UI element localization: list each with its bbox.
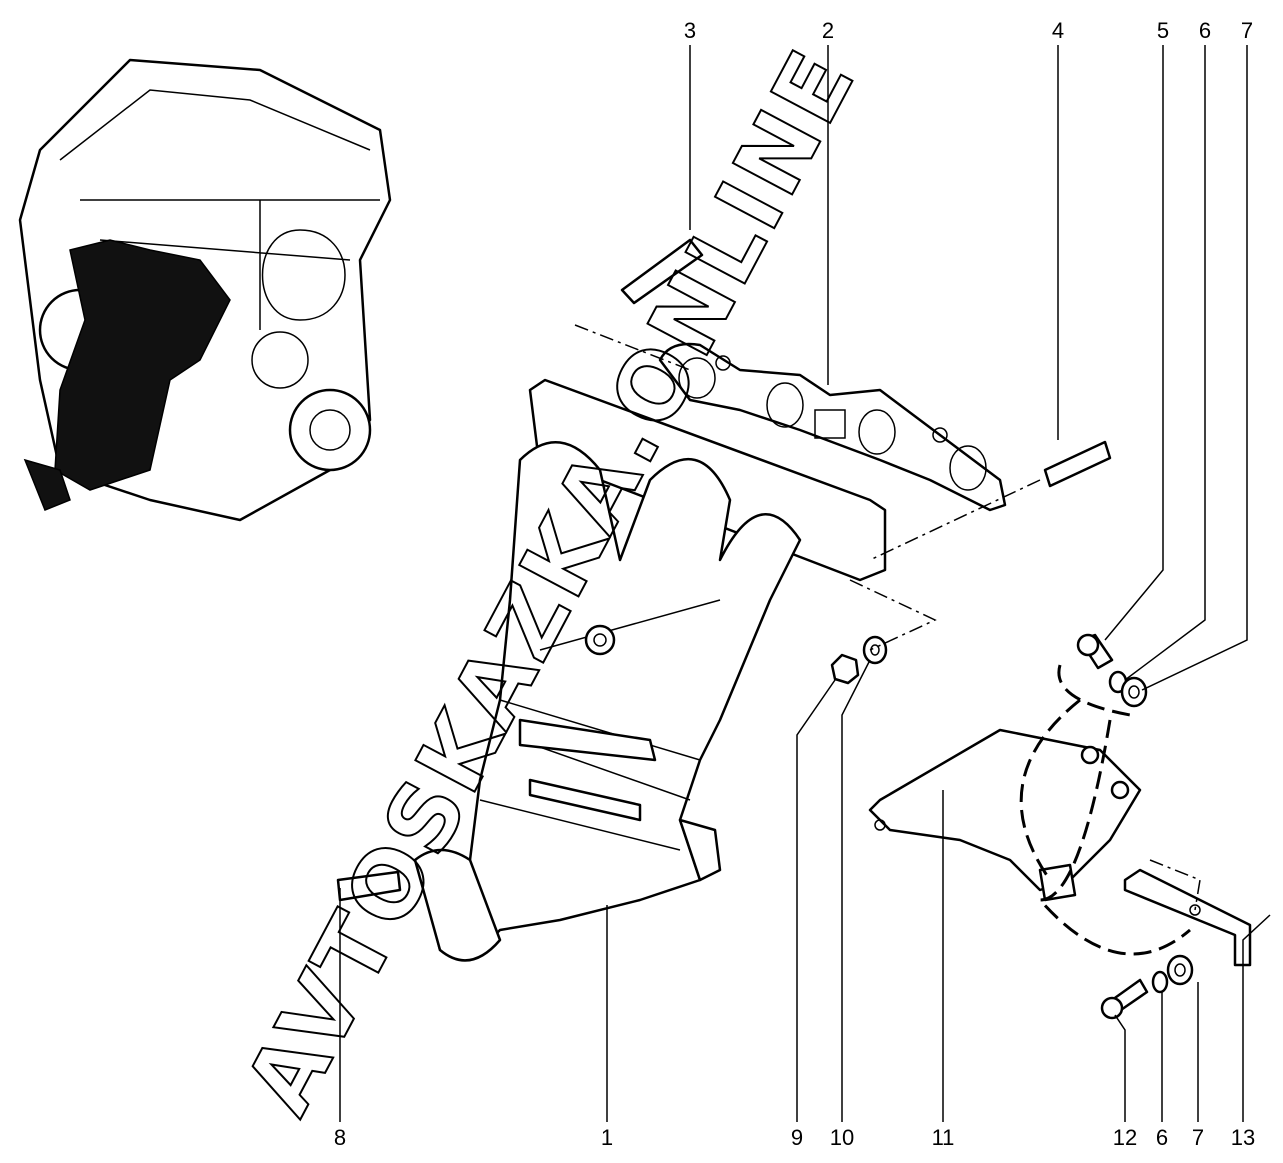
callout-8: 8 — [334, 1125, 346, 1150]
callouts-bottom: 8 1 9 10 11 12 6 7 13 — [334, 1125, 1255, 1150]
callout-2: 2 — [822, 18, 834, 43]
callout-4: 4 — [1052, 18, 1064, 43]
engine-overview-illustration — [18, 58, 392, 522]
bolt-part-12 — [1100, 978, 1149, 1020]
callouts-top: 3 2 4 5 6 7 — [684, 18, 1253, 43]
callout-6-bottom: 6 — [1156, 1125, 1168, 1150]
callout-9: 9 — [791, 1125, 803, 1150]
washer-part-10 — [862, 635, 888, 665]
callout-1: 1 — [601, 1125, 613, 1150]
callout-7-bottom: 7 — [1192, 1125, 1204, 1150]
washer-part-7-bottom — [1166, 954, 1194, 986]
washer-part-7-top — [1120, 676, 1148, 708]
nut-part-9 — [830, 653, 860, 685]
callout-13: 13 — [1231, 1125, 1255, 1150]
bracket-part-11 — [868, 728, 1142, 902]
callout-7: 7 — [1241, 18, 1253, 43]
gasket-part-2 — [658, 342, 1007, 512]
leader-lines — [339, 45, 1271, 1122]
bracket-part-13 — [1123, 868, 1252, 967]
assembly-lines — [574, 324, 1201, 956]
stud-part-4 — [1043, 440, 1112, 488]
washer-part-6-bottom — [1151, 970, 1169, 994]
stud-part-3 — [620, 238, 704, 305]
callout-5: 5 — [1157, 18, 1169, 43]
callout-6: 6 — [1199, 18, 1211, 43]
callout-10: 10 — [830, 1125, 854, 1150]
callout-12: 12 — [1113, 1125, 1137, 1150]
bolt-part-5 — [1076, 633, 1114, 670]
callout-11: 11 — [932, 1125, 955, 1150]
exhaust-manifold-part-1 — [413, 378, 887, 962]
callout-3: 3 — [684, 18, 696, 43]
